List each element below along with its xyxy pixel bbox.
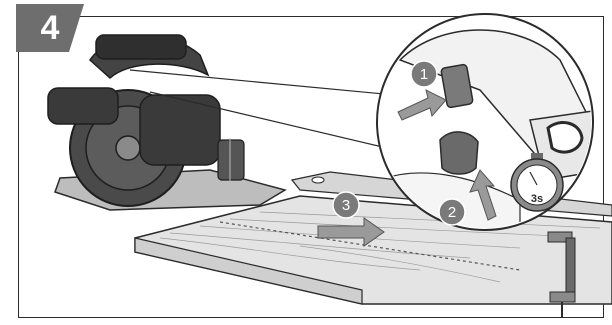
callout-1: 1 xyxy=(411,61,437,87)
callout-2: 2 xyxy=(439,199,465,225)
callout-3: 3 xyxy=(333,192,359,218)
circular-saw-illustration xyxy=(48,35,285,210)
svg-text:3: 3 xyxy=(342,197,350,214)
zoom-line-top xyxy=(130,70,405,96)
svg-text:2: 2 xyxy=(448,204,456,221)
timer-label: 3s xyxy=(531,193,543,205)
svg-text:1: 1 xyxy=(420,66,428,83)
